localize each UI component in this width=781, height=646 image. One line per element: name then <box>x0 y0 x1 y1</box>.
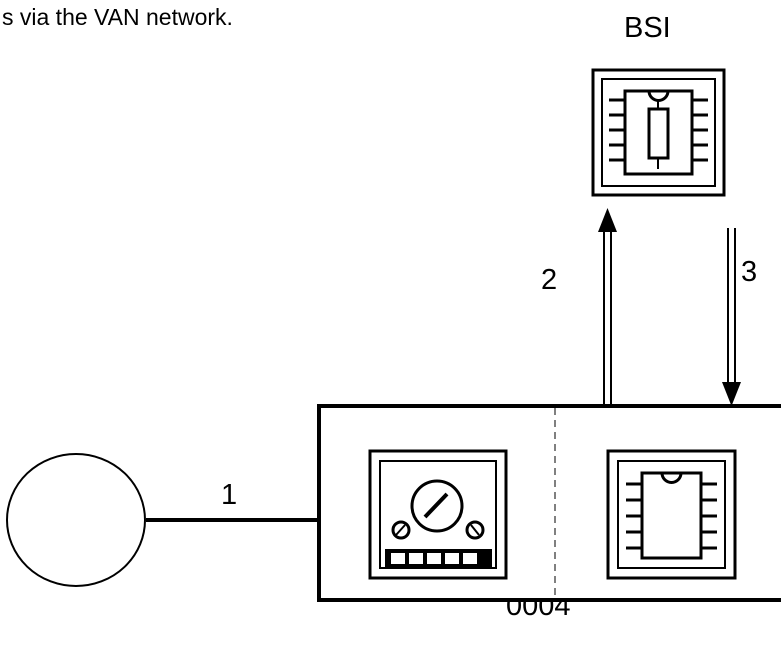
arrow-3 <box>722 228 741 406</box>
source-a-circle <box>6 453 146 587</box>
unit-chip-icon <box>606 449 737 580</box>
arrow-2-label: 2 <box>541 264 558 296</box>
bsi-label: BSI <box>624 12 671 44</box>
header-text: s via the VAN network. <box>2 4 233 30</box>
arrow-2 <box>598 208 617 406</box>
bsi-chip-icon <box>591 68 726 197</box>
control-panel-icon <box>368 449 508 580</box>
arrow-1-label: 1 <box>221 479 238 511</box>
arrow-3-label: 3 <box>741 256 758 288</box>
